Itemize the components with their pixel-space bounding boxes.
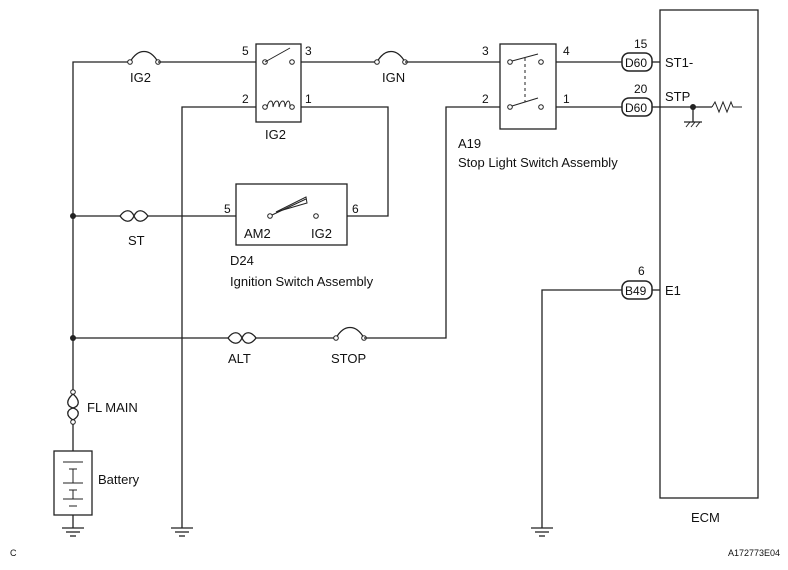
stop-sw-pin2: 2 (482, 92, 489, 106)
fuse-fl-main: FL MAIN (67, 389, 138, 451)
ign-sw-ig2: IG2 (311, 226, 332, 241)
relay-pin1: 1 (305, 92, 312, 106)
ignition-switch: 5 6 AM2 IG2 D24 Ignition Switch Assembly (224, 183, 374, 289)
left-bus (70, 61, 228, 390)
fuse-alt-label: ALT (228, 351, 251, 366)
coil-wiring (181, 106, 389, 528)
battery: Battery (53, 450, 140, 528)
ecm-conn-d60-st1: D60 (625, 56, 647, 70)
ecm-pin6: 6 (638, 264, 645, 278)
fuse-st: ST (119, 210, 236, 248)
ign-sw-code: D24 (230, 253, 254, 268)
ground-ecm-e1 (531, 289, 622, 537)
ecm-pin15: 15 (634, 37, 648, 51)
stop-light-switch: 3 4 2 1 A19 Stop Light Switch Assembly (458, 43, 622, 170)
stop-sw-pin3: 3 (482, 44, 489, 58)
stop-sw-code: A19 (458, 136, 481, 151)
relay-pin3: 3 (305, 44, 312, 58)
fuse-stop-label: STOP (331, 351, 366, 366)
ign-sw-pin5: 5 (224, 202, 231, 216)
ecm: D60 D60 B49 15 20 6 ST1- STP E1 ECM (621, 9, 759, 525)
fuse-ign-label: IGN (382, 70, 405, 85)
fuse-ign: IGN (374, 50, 500, 85)
fuse-ig2: IG2 (127, 50, 262, 85)
fuse-st-label: ST (128, 233, 145, 248)
ign-sw-pin6: 6 (352, 202, 359, 216)
fuse-fl-main-label: FL MAIN (87, 400, 138, 415)
figure-code: A172773E04 (728, 548, 780, 558)
stop-sw-name: Stop Light Switch Assembly (458, 155, 618, 170)
stop-sw-pin4: 4 (563, 44, 570, 58)
battery-label: Battery (98, 472, 140, 487)
ecm-signal-st1: ST1- (665, 55, 693, 70)
ecm-pin20: 20 (634, 82, 648, 96)
ecm-label: ECM (691, 510, 720, 525)
ground-relay (171, 527, 193, 537)
ground-battery (62, 527, 84, 537)
fuse-stop: STOP (331, 106, 500, 366)
relay-ig2-label: IG2 (265, 127, 286, 142)
fuse-ig2-label: IG2 (130, 70, 151, 85)
stop-sw-pin1: 1 (563, 92, 570, 106)
ecm-signal-e1: E1 (665, 283, 681, 298)
fuse-alt: ALT (227, 332, 336, 366)
ecm-conn-b49: B49 (625, 284, 647, 298)
relay-pin2: 2 (242, 92, 249, 106)
corner-mark-left: C (10, 548, 17, 558)
relay-pin5: 5 (242, 44, 249, 58)
ign-sw-am2: AM2 (244, 226, 271, 241)
ign-sw-name: Ignition Switch Assembly (230, 274, 374, 289)
ecm-signal-stp: STP (665, 89, 690, 104)
ecm-conn-d60-stp: D60 (625, 101, 647, 115)
relay-ig2: 5 3 2 1 IG2 (242, 43, 377, 142)
